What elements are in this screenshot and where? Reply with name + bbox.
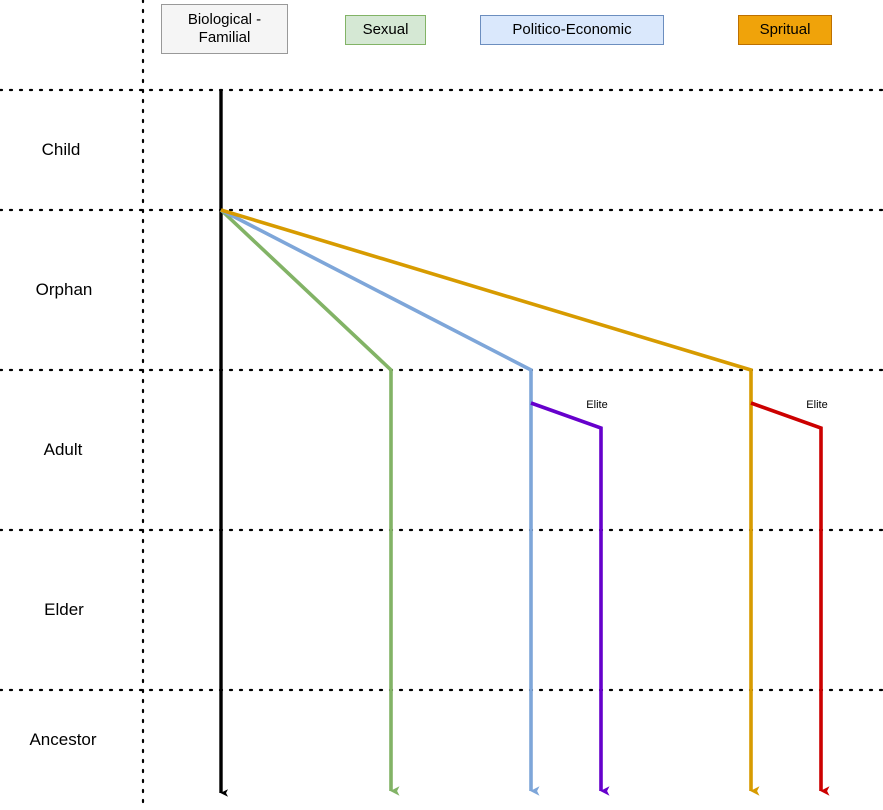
stage-label-elder: Elder <box>44 600 84 619</box>
stage-label-child: Child <box>41 140 81 159</box>
track-politico-economic-elite <box>530 401 610 796</box>
annotation-elite-spiritual: Elite <box>806 399 828 411</box>
legend-item-spiritual[interactable]: Spritual <box>738 15 832 45</box>
stage-label-orphan: Orphan <box>35 280 93 299</box>
legend-item-biological-familial[interactable]: Biological - Familial <box>161 4 288 54</box>
track-sexual <box>219 208 400 796</box>
legend-item-sexual[interactable]: Sexual <box>345 15 426 45</box>
annotation-elite-politico-economic: Elite <box>586 399 608 411</box>
track-spiritual-elite <box>750 401 830 796</box>
legend-label-politico-economic: Politico-Economic <box>512 20 632 38</box>
track-spiritual <box>220 208 760 796</box>
track-politico-economic <box>220 208 540 796</box>
legend-item-politico-economic[interactable]: Politico-Economic <box>480 15 664 45</box>
legend-label-spiritual: Spritual <box>759 20 811 38</box>
stage-label-adult: Adult <box>43 440 83 459</box>
gridlines-horizontal <box>0 88 883 692</box>
legend-label-biological-familial: Biological - Familial <box>187 10 262 46</box>
stage-label-ancestor: Ancestor <box>29 730 97 749</box>
legend-label-sexual: Sexual <box>362 20 409 38</box>
